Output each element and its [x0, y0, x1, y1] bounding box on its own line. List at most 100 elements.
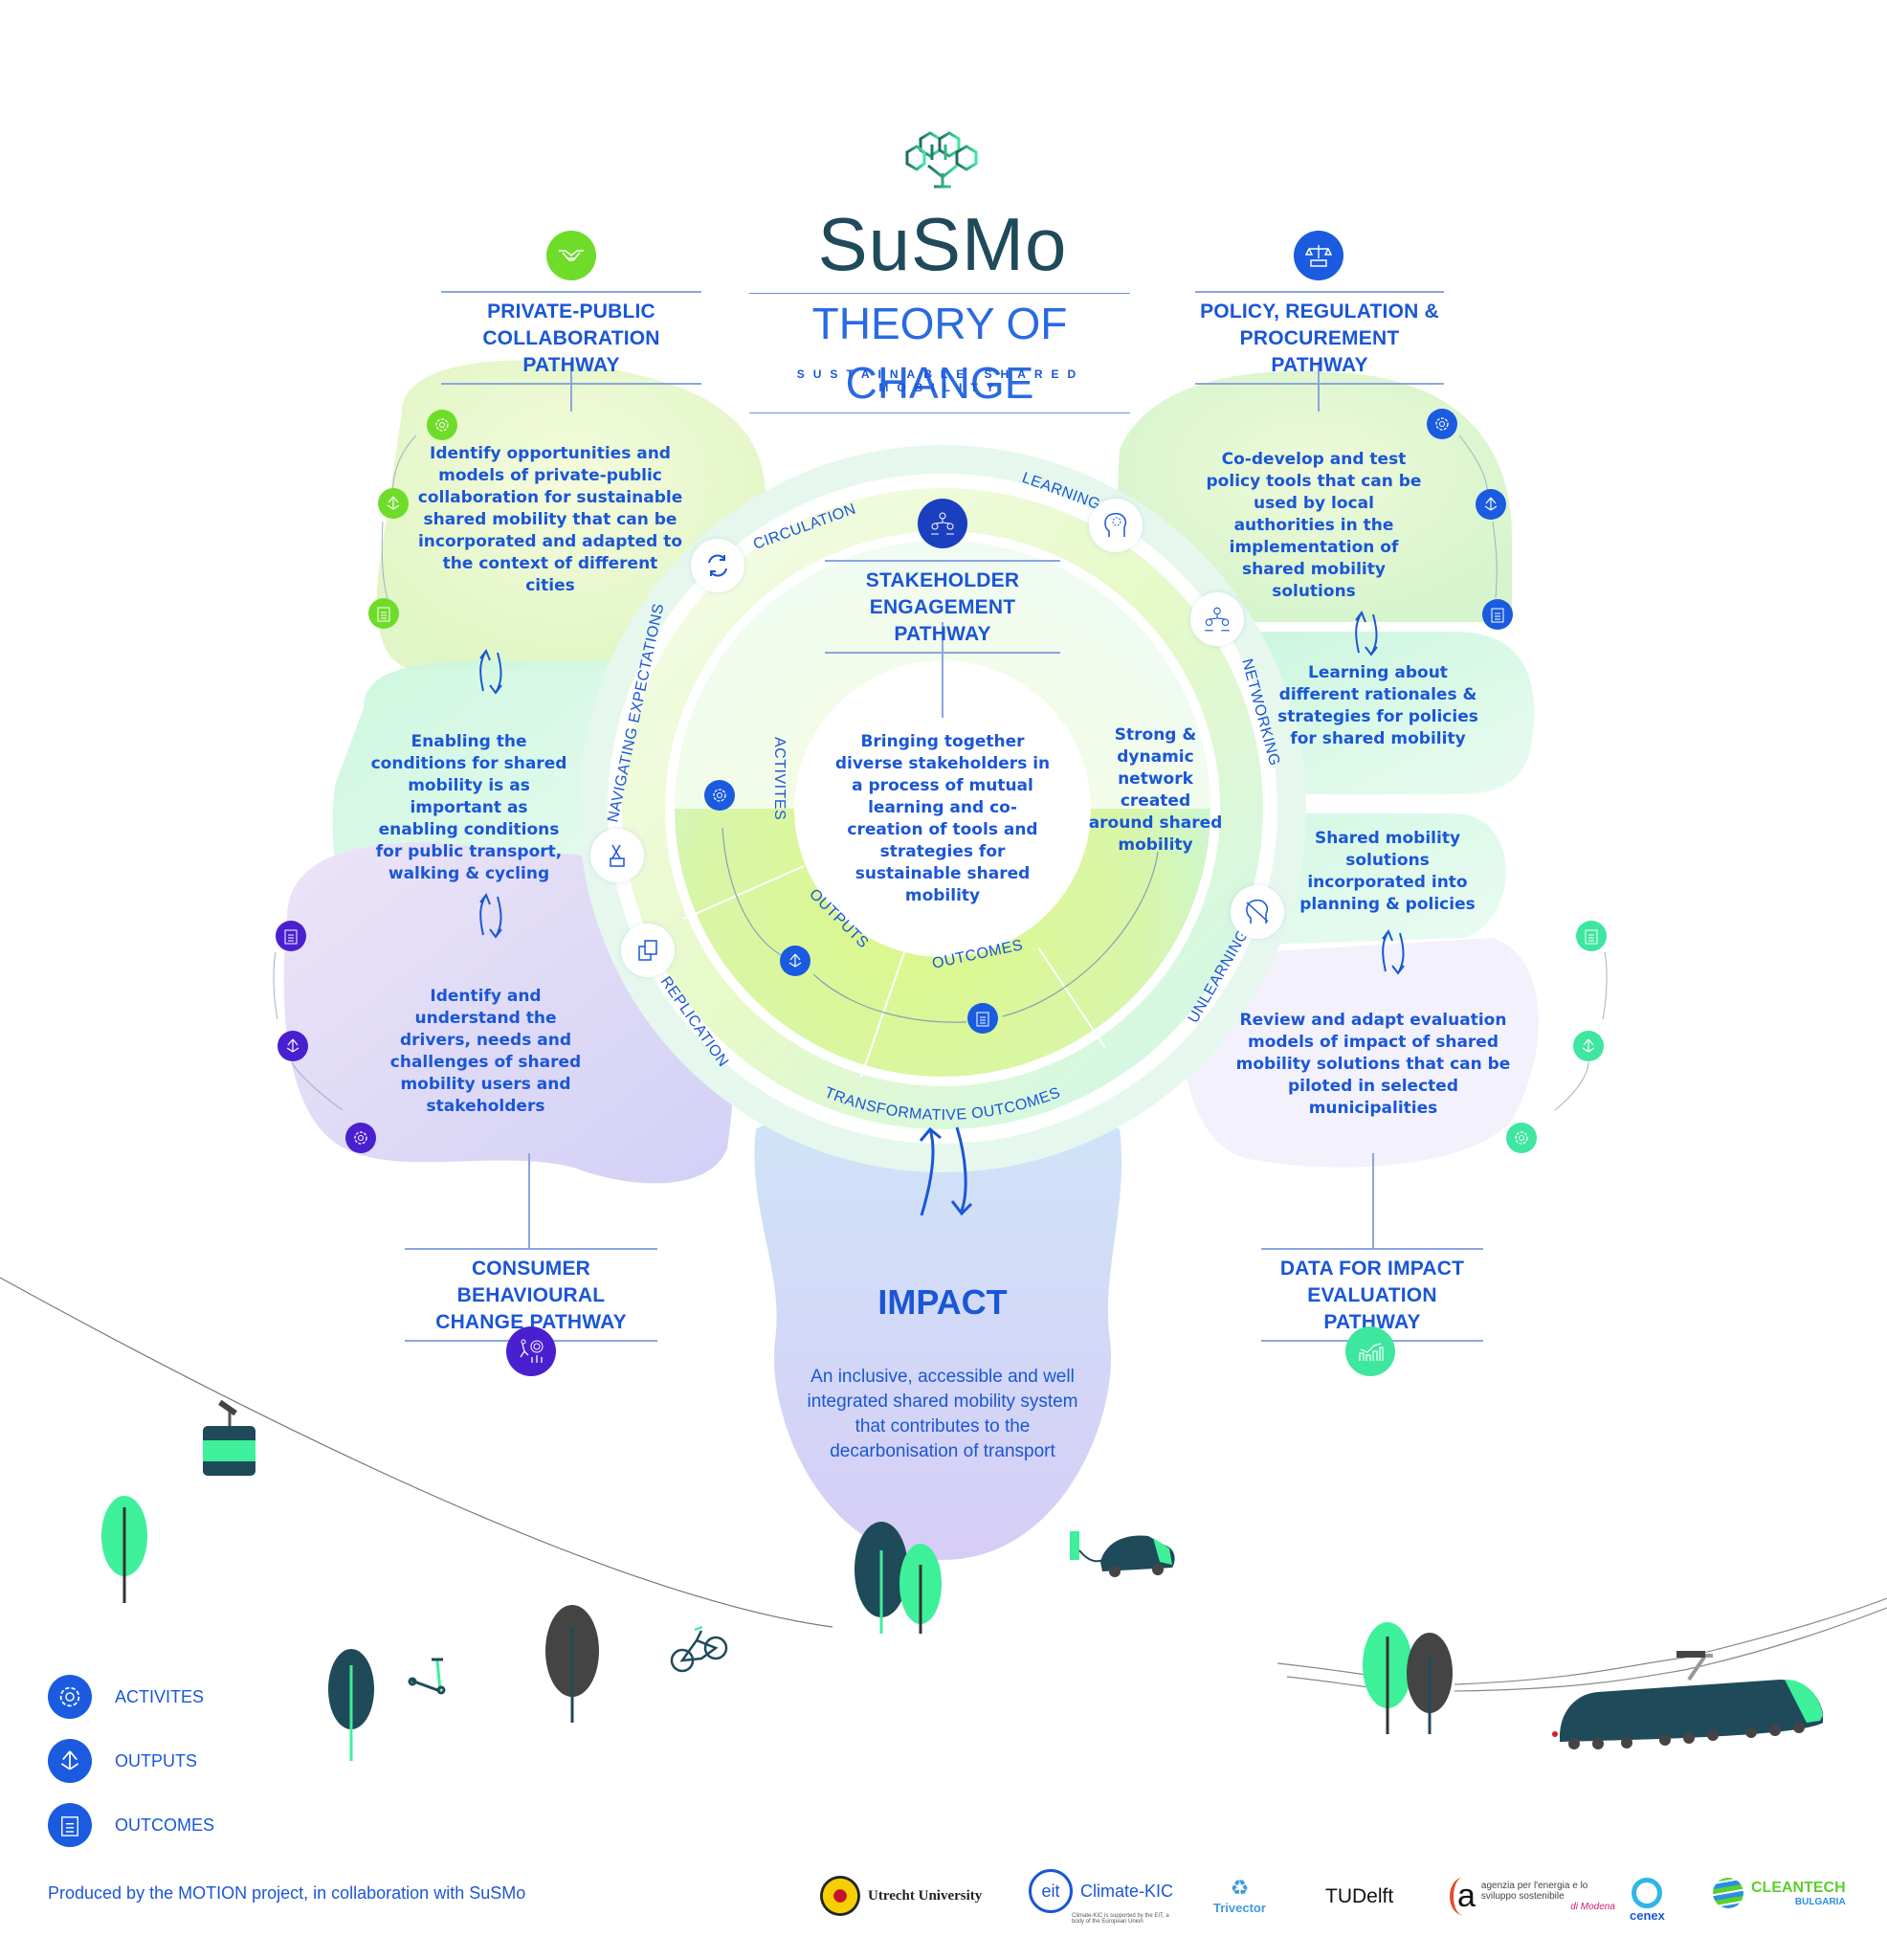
partner-logo-aess: a agenzia per l'energia e lo sviluppo so… — [1450, 1878, 1615, 1915]
impact-cycle-arrows — [919, 1126, 973, 1216]
diverging-arrows-icon — [780, 946, 810, 976]
consumer-activity-text: Identify and understand the drivers, nee… — [389, 987, 582, 1116]
tree-icon — [1363, 1622, 1412, 1734]
tram-icon — [1552, 1651, 1823, 1749]
title-line: STAKEHOLDER — [865, 569, 1020, 591]
climate-kic-note: Climate-KIC is supported by the EIT, a b… — [1072, 1913, 1169, 1925]
cleantech-name: CLEANTECH — [1751, 1879, 1846, 1896]
tree-icon — [1407, 1633, 1453, 1734]
impact-text-line: that contributes to the — [855, 1416, 1031, 1437]
legend-label: OUTCOMES — [115, 1815, 215, 1835]
title-line: ENGAGEMENT PATHWAY — [869, 596, 1016, 645]
tree-hexagon-icon — [905, 131, 978, 189]
impact-title: IMPACT — [877, 1282, 1008, 1322]
partner-logo-climate-kic: eit Climate-KIC Climate-KIC is supported… — [1029, 1869, 1177, 1925]
tree-icon — [899, 1544, 942, 1634]
title-line: POLICY, REGULATION & — [1200, 301, 1439, 323]
title-line: CHANGE PATHWAY — [435, 1311, 627, 1333]
stakeholder-pathway-title: STAKEHOLDER ENGAGEMENT PATHWAY — [825, 560, 1060, 654]
title-line: PROCUREMENT PATHWAY — [1239, 327, 1400, 376]
impact-description: An inclusive, accessible and well integr… — [775, 1365, 1110, 1464]
cenex-swirl-icon — [1632, 1878, 1663, 1908]
scooter-icon — [408, 1658, 446, 1695]
ring-label-activites: ACTIVITES — [771, 737, 788, 820]
cable-car-icon — [203, 1399, 255, 1476]
cycle-arrows-3 — [1355, 610, 1378, 657]
cycle-arrows-4 — [1382, 928, 1405, 975]
clipboard-icon — [276, 921, 306, 951]
data-pathway-title: DATA FOR IMPACT EVALUATION PATHWAY — [1261, 1248, 1483, 1342]
clipboard-icon — [48, 1803, 92, 1847]
gear-icon — [1427, 409, 1457, 439]
trivector-recycle-icon: ♻ — [1230, 1876, 1250, 1900]
climate-kic-name: Climate-KIC — [1080, 1881, 1174, 1901]
gear-icon — [1506, 1123, 1537, 1153]
diverging-arrows-icon — [378, 488, 409, 519]
policy-pathway-title: POLICY, REGULATION & PROCUREMENT PATHWAY — [1195, 291, 1444, 385]
partner-logo-trivector: ♻ Trivector — [1213, 1876, 1266, 1915]
impact-text-line: An inclusive, accessible and well — [810, 1367, 1075, 1387]
stakeholder-outcome-text: Strong & dynamic network created around … — [1088, 725, 1223, 855]
private-public-pathway-title: PRIVATE-PUBLIC COLLABORATION PATHWAY — [441, 291, 701, 385]
cable-car-wire — [0, 1277, 833, 1628]
aess-a-icon: a — [1450, 1878, 1476, 1915]
cycle-arrows-1 — [479, 648, 502, 695]
bar-line-chart-icon — [1345, 1326, 1395, 1376]
gear-icon — [48, 1675, 92, 1719]
clipboard-icon — [967, 1003, 998, 1034]
title-line: PRIVATE-PUBLIC — [487, 301, 655, 323]
data-activity-text: Review and adapt evaluation models of im… — [1235, 1011, 1511, 1118]
policy-outcome-text: Shared mobility solutions incorporated i… — [1299, 829, 1476, 914]
title-line: DATA FOR IMPACT — [1279, 1258, 1465, 1280]
networking-people-icon — [1190, 592, 1244, 646]
private-public-outcome-text: Enabling the conditions for shared mobil… — [370, 732, 567, 883]
diverging-arrows-icon — [1476, 489, 1506, 520]
utrecht-name: Utrecht University — [868, 1887, 983, 1904]
cenex-name: cenex — [1630, 1908, 1665, 1923]
electric-car-icon — [1070, 1531, 1175, 1577]
network-people-icon — [918, 499, 967, 548]
cleantech-sub: BULGARIA — [1794, 1896, 1846, 1907]
replication-copy-icon — [621, 924, 675, 977]
legend-item-activites: ACTIVITES — [48, 1675, 204, 1719]
learning-brain-icon — [1089, 499, 1143, 552]
page-subtitle: SUSTAINABLE SHARED MOBILITY — [796, 368, 1085, 394]
trivector-name: Trivector — [1213, 1901, 1266, 1915]
legend-label: ACTIVITES — [115, 1686, 205, 1706]
aess-sub: di Modena — [1570, 1902, 1615, 1912]
diverging-arrows-icon — [1573, 1031, 1604, 1061]
utrecht-sun-icon — [820, 1876, 860, 1916]
tree-icon — [855, 1522, 908, 1634]
gear-icon — [704, 780, 735, 811]
stakeholder-activity-text: Bringing together diverse stakeholders i… — [834, 732, 1051, 905]
title-line: EVALUATION PATHWAY — [1307, 1284, 1437, 1333]
scales-icon — [1294, 231, 1343, 280]
clipboard-icon — [368, 598, 399, 629]
aess-name: agenzia per l'energia e lo sviluppo sost… — [1480, 1881, 1588, 1902]
partner-logo-cenex: cenex — [1630, 1878, 1665, 1923]
legend-item-outputs: OUTPUTS — [48, 1739, 197, 1783]
tudelft-name: TUDelft — [1325, 1885, 1394, 1907]
diverging-arrows-icon — [278, 1031, 308, 1061]
title-line: CONSUMER BEHAVIOURAL — [456, 1258, 606, 1306]
handshake-icon — [546, 231, 596, 280]
private-public-activity-text: Identify opportunities and models of pri… — [417, 444, 683, 595]
diverging-arrows-icon — [48, 1739, 92, 1783]
footer-credit: Produced by the MOTION project, in colla… — [48, 1883, 526, 1903]
gear-icon — [427, 410, 457, 440]
gear-icon — [345, 1123, 376, 1153]
brand-name: SuSMo — [817, 202, 1068, 286]
policy-output-text: Learning about different rationales & st… — [1277, 663, 1478, 748]
partner-logo-tudelft: TUDelft — [1325, 1885, 1393, 1908]
impact-text-line: decarbonisation of transport — [830, 1441, 1055, 1461]
clipboard-icon — [1576, 921, 1607, 951]
policy-activity-text: Co-develop and test policy tools that ca… — [1206, 450, 1422, 601]
partner-logo-cleantech: CLEANTECH BULGARIA — [1713, 1878, 1846, 1908]
partner-logo-utrecht: Utrecht University — [820, 1876, 982, 1916]
tree-icon — [101, 1496, 147, 1603]
bicycle-icon — [670, 1625, 728, 1673]
eit-logo: eit — [1029, 1869, 1073, 1913]
runner-target-icon — [506, 1326, 556, 1376]
impact-text-line: integrated shared mobility system — [807, 1392, 1078, 1412]
unlearning-brain-crossed-icon — [1231, 885, 1284, 939]
